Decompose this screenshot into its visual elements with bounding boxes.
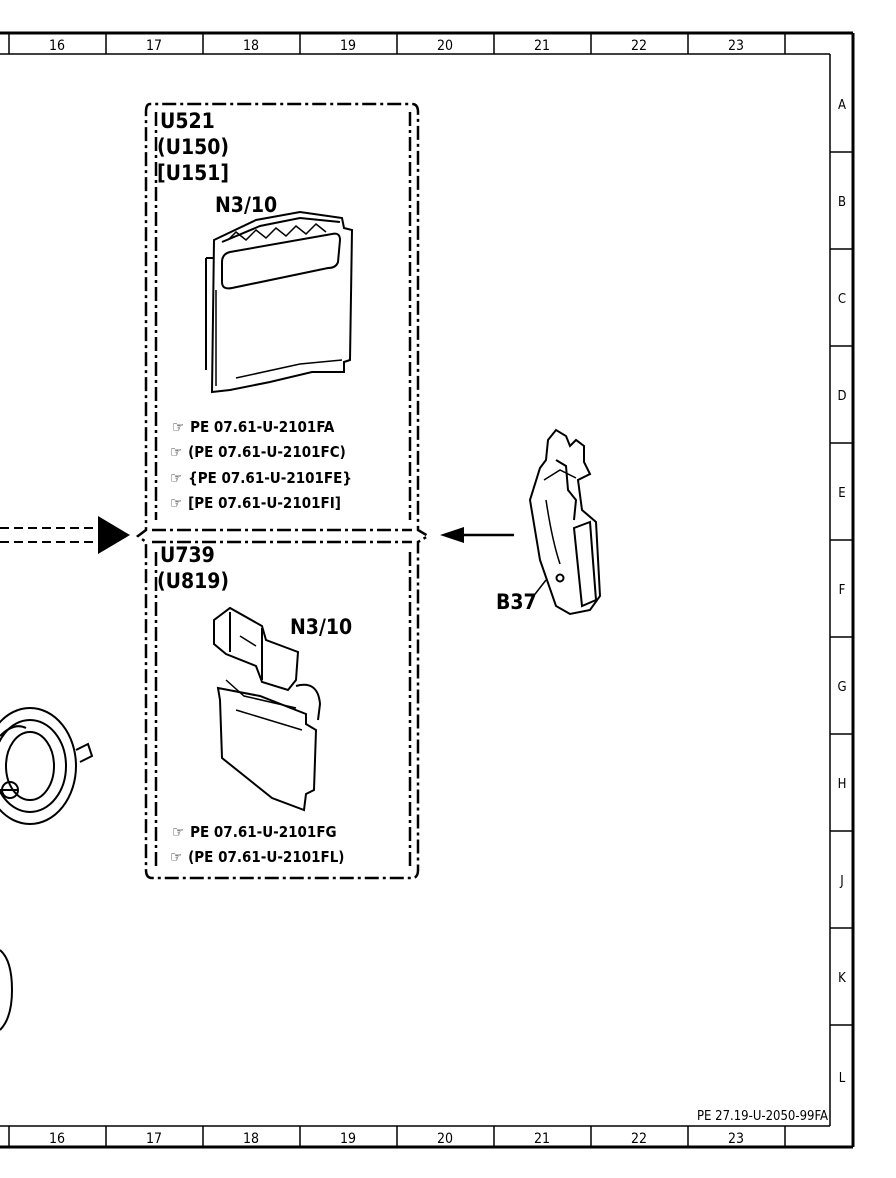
- upper-code-1: U521: [160, 109, 215, 133]
- book-pointer-icon: ☞: [170, 494, 182, 512]
- book-pointer-icon: ☞: [172, 418, 184, 436]
- pedal-sensor-leader: [531, 579, 547, 599]
- book-pointer-icon: ☞: [172, 823, 184, 841]
- row-ruler-lines: [830, 151, 853, 1026]
- col-label-bottom-17: 17: [146, 1131, 162, 1147]
- row-label-f: F: [839, 583, 846, 598]
- column-ruler-lines: [8, 33, 786, 1147]
- upper-ref-1: ☞PE 07.61-U-2101FA: [172, 418, 335, 436]
- col-label-top-23: 23: [728, 38, 744, 54]
- row-label-j: J: [839, 874, 843, 889]
- col-label-bottom-22: 22: [631, 1131, 647, 1147]
- lower-code-1: U739: [160, 543, 215, 567]
- book-pointer-icon: ☞: [170, 443, 182, 461]
- lower-ref-2: ☞(PE 07.61-U-2101FL): [170, 848, 344, 866]
- drawing-frame: [0, 31, 855, 1149]
- col-label-top-18: 18: [243, 38, 259, 54]
- signal-arrow-left: [0, 516, 130, 554]
- row-label-g: G: [837, 680, 846, 695]
- col-label-bottom-19: 19: [340, 1131, 356, 1147]
- pedal-sensor-label: B37: [496, 590, 537, 614]
- upper-ref-3: ☞{PE 07.61-U-2101FE}: [170, 469, 352, 487]
- col-label-top-17: 17: [146, 38, 162, 54]
- lower-code-2: (U819): [157, 569, 229, 593]
- col-label-bottom-23: 23: [728, 1131, 744, 1147]
- row-label-d: D: [837, 389, 846, 404]
- upper-ref-2: ☞(PE 07.61-U-2101FC): [170, 443, 346, 461]
- col-label-top-16: 16: [49, 38, 65, 54]
- row-label-c: C: [838, 292, 846, 307]
- control-unit-n3-10-upper-drawing: [205, 210, 354, 394]
- col-label-top-19: 19: [340, 38, 356, 54]
- row-label-l: L: [839, 1071, 846, 1086]
- col-label-bottom-16: 16: [49, 1131, 65, 1147]
- row-label-e: E: [838, 486, 845, 501]
- document-reference: PE 27.19-U-2050-99FA: [697, 1109, 828, 1124]
- row-label-h: H: [838, 777, 847, 792]
- upper-code-2: (U150): [157, 135, 229, 159]
- book-pointer-icon: ☞: [170, 848, 182, 866]
- row-label-k: K: [838, 971, 846, 986]
- col-label-bottom-18: 18: [243, 1131, 259, 1147]
- col-label-top-22: 22: [631, 38, 647, 54]
- col-label-top-20: 20: [437, 38, 453, 54]
- control-unit-n3-10-lower-drawing: [213, 606, 322, 812]
- upper-ref-4: ☞[PE 07.61-U-2101FI]: [170, 494, 341, 512]
- lower-part-label: N3/10: [290, 615, 352, 639]
- brake-booster-drawing: [0, 707, 94, 1031]
- book-pointer-icon: ☞: [170, 469, 182, 487]
- signal-arrow-right: [440, 527, 514, 543]
- col-label-bottom-20: 20: [437, 1131, 453, 1147]
- variant-enclosure: [135, 102, 431, 880]
- accelerator-pedal-sensor-drawing: [528, 428, 602, 616]
- row-label-b: B: [838, 195, 846, 210]
- col-label-top-21: 21: [534, 38, 550, 54]
- upper-code-3: [U151]: [157, 161, 229, 185]
- lower-ref-1: ☞PE 07.61-U-2101FG: [172, 823, 337, 841]
- col-label-bottom-21: 21: [534, 1131, 550, 1147]
- upper-part-label: N3/10: [215, 193, 277, 217]
- row-label-a: A: [838, 98, 846, 113]
